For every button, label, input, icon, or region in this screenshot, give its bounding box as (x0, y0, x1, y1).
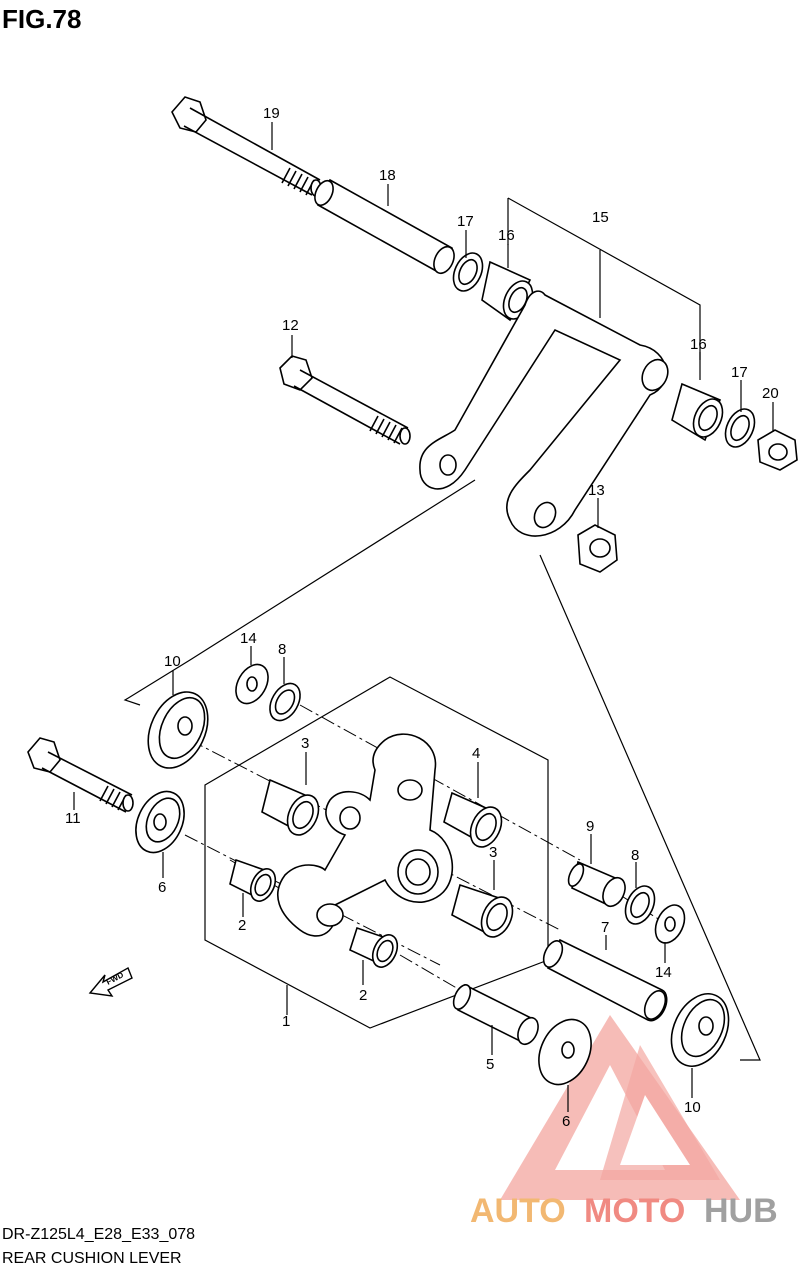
part-label: 1 (282, 1013, 290, 1030)
part-label: 12 (282, 317, 299, 334)
part-6-seal-right (538, 1018, 592, 1086)
part-label: 5 (486, 1056, 494, 1073)
part-17-seal-right (724, 408, 756, 448)
watermark-text-orange: AUTO (470, 1192, 566, 1230)
part-label: 4 (472, 745, 480, 762)
part-label: 9 (586, 818, 594, 835)
watermark-logo (500, 1015, 740, 1200)
leader-lines (73, 122, 774, 1112)
part-2-bearing-left (229, 858, 277, 902)
part-3-bearing-lower (451, 883, 514, 938)
link-assembly-bracket (507, 197, 701, 360)
part-labels: 1 2 2 3 3 4 5 6 6 7 8 8 9 10 10 11 12 13… (65, 105, 779, 1130)
figure-title: FIG.78 (2, 4, 82, 34)
part-label: 19 (263, 105, 280, 122)
part-16-bearing-top (481, 260, 534, 322)
part-label: 6 (562, 1113, 570, 1130)
part-14-washer-right (654, 904, 686, 944)
link-to-lever-bracket-right (539, 554, 761, 1061)
part-17-seal-top (452, 252, 484, 292)
part-label: 11 (65, 810, 81, 827)
part-label: 17 (731, 364, 748, 381)
part-2-bearing-lower (349, 926, 399, 968)
part-12-bolt (279, 355, 411, 445)
part-label: 3 (301, 735, 309, 752)
part-15-link (419, 290, 669, 537)
part-1-cushion-lever (276, 733, 454, 937)
part-20-nut (757, 429, 798, 471)
part-11-bolt (27, 737, 134, 813)
part-8-seal-right (624, 885, 656, 925)
parts (27, 96, 798, 1086)
link-to-lever-bracket-left (123, 479, 476, 706)
diagram-code: DR-Z125L4_E28_E33_078 (2, 1226, 196, 1243)
part-label: 2 (238, 917, 246, 934)
watermark-text-gray: HUB (704, 1192, 778, 1230)
part-label: 17 (457, 213, 474, 230)
part-label: 13 (588, 482, 605, 499)
part-label: 14 (655, 964, 672, 981)
part-10-cap-right (670, 993, 730, 1067)
part-label: 6 (158, 879, 166, 896)
part-label: 3 (489, 844, 497, 861)
part-18-spacer (314, 178, 455, 275)
part-5-spacer (452, 983, 539, 1046)
assembly-outlines (123, 197, 761, 1061)
watermark-text: AUTO MOTO HUB (470, 1192, 778, 1230)
part-13-nut (577, 524, 618, 573)
part-9-spacer (567, 860, 626, 908)
part-10-cap-left (147, 691, 209, 769)
part-label: 10 (164, 653, 181, 670)
part-6-seal-left (135, 790, 185, 854)
part-label: 2 (359, 987, 367, 1004)
part-label: 20 (762, 385, 779, 402)
part-label: 16 (690, 336, 707, 353)
part-label: 8 (631, 847, 639, 864)
diagram-name: REAR CUSHION LEVER (2, 1250, 182, 1267)
part-3-bearing-upper (261, 778, 320, 836)
part-label: 14 (240, 630, 257, 647)
part-7-spacer-long (542, 938, 668, 1022)
part-4-bearing (443, 791, 503, 848)
part-label: 8 (278, 641, 286, 658)
fwd-arrow: FWD (88, 966, 133, 997)
watermark-text-red: MOTO (584, 1192, 685, 1230)
part-label: 10 (684, 1099, 701, 1116)
part-label: 7 (601, 919, 609, 936)
part-16-bearing-right (671, 382, 724, 442)
part-label: 15 (592, 209, 609, 226)
part-label: 18 (379, 167, 396, 184)
part-8-seal-left (269, 682, 301, 722)
part-14-washer-left (235, 663, 269, 705)
part-label: 16 (498, 227, 515, 244)
part-19-bolt (171, 96, 322, 197)
